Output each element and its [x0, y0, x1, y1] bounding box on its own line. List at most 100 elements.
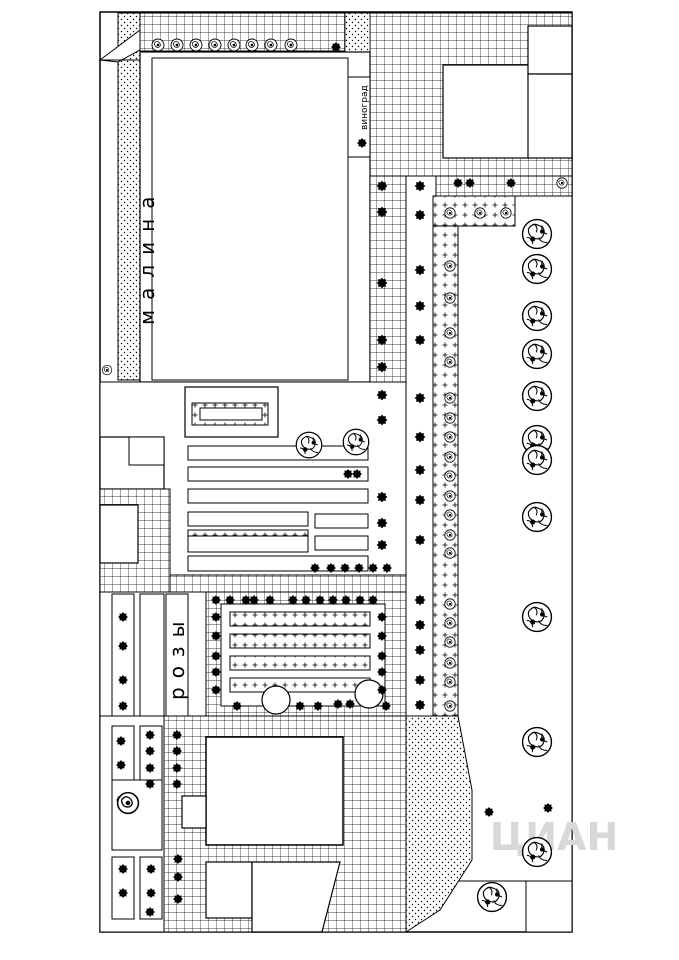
round-bed-icon	[354, 679, 384, 709]
terrace-top	[128, 436, 165, 466]
shrub-icon	[340, 563, 350, 573]
shrub-icon	[145, 746, 155, 756]
greenhouse-inner	[199, 407, 263, 421]
shrub-icon	[376, 206, 388, 218]
shrub-icon	[173, 894, 183, 904]
shrub-icon	[118, 675, 128, 685]
fruit-tree-icon	[342, 428, 370, 456]
rose-bush-icon	[444, 431, 456, 443]
veg-bed-6	[314, 513, 369, 529]
sw-bed-4	[111, 856, 135, 920]
flower-bed-1	[229, 611, 371, 627]
veg-bed-2	[187, 466, 369, 482]
rose-bush-icon	[189, 38, 203, 52]
fruit-tree-icon	[521, 380, 553, 412]
shrub-icon	[376, 334, 388, 346]
shrub-icon	[355, 595, 365, 605]
raspberry-inner	[151, 57, 349, 381]
shrub-icon	[414, 180, 426, 192]
fruit-tree-icon	[295, 431, 323, 459]
veg-bed-4	[187, 511, 309, 527]
shrub-icon	[145, 907, 155, 917]
veg-bed-7	[314, 535, 369, 551]
shrub-icon	[376, 277, 388, 289]
fruit-tree-icon	[521, 300, 553, 332]
shrub-icon	[357, 138, 367, 148]
shrub-icon	[414, 334, 426, 346]
flower-bed-3	[229, 655, 371, 671]
roses-row-2	[139, 593, 165, 717]
shrub-icon	[310, 563, 320, 573]
fruit-tree-icon	[521, 501, 553, 533]
shrub-icon	[145, 763, 155, 773]
shrub-icon	[414, 209, 426, 221]
gate-block	[205, 861, 253, 919]
east-hedge-strip	[405, 175, 437, 717]
shrub-icon	[211, 685, 221, 695]
shrub-icon	[506, 178, 516, 188]
shrub-icon	[414, 431, 426, 443]
shrub-icon	[295, 701, 305, 711]
shrub-icon	[376, 491, 388, 503]
shrub-icon	[414, 619, 426, 631]
orchard-entrance-block	[525, 880, 573, 933]
shrub-icon	[315, 595, 325, 605]
rose-bush-icon	[444, 470, 456, 482]
house-main	[205, 736, 344, 846]
fruit-tree-icon	[521, 218, 553, 250]
shrub-icon	[333, 699, 343, 709]
fruit-tree-icon	[476, 881, 508, 913]
rose-bush-icon	[444, 529, 456, 541]
shrub-icon	[377, 667, 387, 677]
shrub-icon	[484, 807, 494, 817]
flower-bed-4	[229, 677, 371, 693]
rose-bush-icon	[444, 490, 456, 502]
fruit-tree-icon	[521, 253, 553, 285]
shrub-icon	[211, 595, 221, 605]
shrub-icon	[118, 701, 128, 711]
shrub-icon	[116, 760, 126, 770]
shrub-icon	[414, 674, 426, 686]
shrub-icon	[173, 872, 183, 882]
rose-bush-icon	[284, 38, 298, 52]
shrub-icon	[376, 517, 388, 529]
rose-bush-icon	[444, 451, 456, 463]
shrub-icon	[328, 595, 338, 605]
shrub-icon	[377, 612, 387, 622]
mid-paving	[169, 574, 407, 593]
shrub-icon	[414, 464, 426, 476]
shrub-icon	[341, 595, 351, 605]
rose-bush-icon	[556, 177, 568, 189]
entrance-corner	[98, 29, 141, 63]
shrub-icon	[354, 563, 364, 573]
veg-bed-3	[187, 488, 369, 504]
shrub-icon	[453, 178, 463, 188]
rose-bush-icon	[444, 412, 456, 424]
shrub-icon	[172, 763, 182, 773]
shrub-icon	[414, 699, 426, 711]
raspberry-label: малина	[135, 187, 159, 325]
shrub-icon	[352, 469, 362, 479]
shrub-icon	[313, 701, 323, 711]
shrub-icon	[232, 701, 242, 711]
shrub-icon	[376, 414, 388, 426]
shrub-icon	[301, 595, 311, 605]
sw-bed-1	[111, 725, 135, 781]
shrub-icon	[368, 595, 378, 605]
veg-bed-5-inner	[187, 535, 309, 553]
shrub-icon	[211, 612, 221, 622]
fruit-tree-icon	[521, 601, 553, 633]
shrub-icon	[382, 563, 392, 573]
shrub-icon	[172, 730, 182, 740]
shrub-icon	[118, 888, 128, 898]
fruit-tree-icon	[521, 338, 553, 370]
outbuilding-top-right-annex	[527, 25, 573, 75]
shrub-icon	[368, 563, 378, 573]
rose-bush-icon	[444, 327, 456, 339]
rose-bush-icon	[245, 38, 259, 52]
shrub-icon	[414, 264, 426, 276]
shrub-icon	[211, 651, 221, 661]
driveway	[251, 861, 341, 933]
house-porch	[181, 795, 207, 829]
